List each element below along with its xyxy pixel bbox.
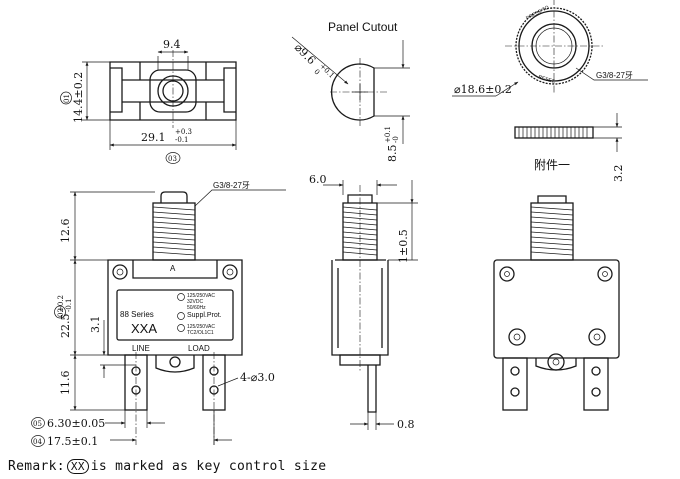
side-stem-width-dim: 6.0 [309,173,327,186]
nut-dia-dim: ⌀18.6±0.2 [454,83,512,96]
remark-suffix: is marked as key control size [90,459,327,474]
top-width-dim: 9.4 [163,38,181,51]
model-label: XXA [131,321,157,336]
nut-thickness-dim: 3.2 [612,165,625,183]
nut-text-press: PRESS TO [525,5,550,22]
series-label: 88 Series [120,310,154,319]
remark-mark: XX [66,459,89,474]
holes-dim: 4-⌀3.0 [240,371,275,384]
mark-02: 02 [57,308,65,317]
mark-03: 03 [168,155,177,163]
dim-3-1: 3.1 [89,316,102,334]
body-height-dim: 22.5 [59,314,72,339]
panel-cutout-title: Panel Cutout [328,20,398,34]
cutout-height-dim: 8.5 [386,145,399,163]
side-offset-dim: 1±0.5 [397,229,410,263]
rating-5: 125/250VAC [187,324,215,330]
body-height-tol-lower: -0.1 [65,299,73,313]
body-height-tol-upper: +0.2 [57,295,65,312]
top-width-tol-upper: +0.3 [175,128,192,136]
accessory-label: 附件一 [534,158,570,172]
mark-04: 04 [33,438,42,446]
terminal-span-dim: 17.5±0.1 [47,435,98,448]
marker-a: A [170,264,176,273]
rating-2: 32VDC [187,299,204,305]
top-width-tol-lower: -0.1 [175,136,189,144]
nut-text-reset: RESET [537,74,555,85]
terminal-width-dim: 6.30±0.05 [47,417,105,430]
load-label: LOAD [188,344,210,353]
side-view: 6.0 1±0.5 0.8 [309,173,418,431]
cutout-height-tol-upper: +0.1 [384,126,392,143]
panel-cutout-view: Panel Cutout ⌀9.6 +0.1 0 8.5 +0.1 -0 [291,20,410,163]
rating-1: 125/250VAC [187,293,215,299]
terminal-thickness-dim: 0.8 [397,418,415,431]
cutout-height-tol-lower: -0 [392,136,400,143]
cutout-dia-tol-lower: 0 [312,68,321,77]
remark-prefix: Remark: [8,459,65,474]
line-label: LINE [132,344,150,353]
mark-01: 01 [63,94,71,103]
top-height-dim: 14.4±0.2 [72,72,85,123]
nut-view: PRESS TO RESET ⌀18.6±0.2 G3/8-27牙 3.2 附件… [452,0,648,182]
rating-6: TC2/OL1C1 [187,330,214,336]
front-view: G3/8-27牙 A 88 Series XXA 125/250VAC 32VD… [31,181,286,448]
top-width-main-dim: 29.1 [141,131,166,144]
rating-3: 50/60Hz [187,305,206,311]
dim-11-6: 11.6 [59,371,72,396]
cutout-dia-dim: ⌀9.6 [292,41,318,67]
rating-4: Suppl.Prot. [187,312,222,319]
stem-height-dim: 12.6 [59,219,72,244]
nut-thread-label: G3/8-27牙 [596,71,633,80]
front-thread-label: G3/8-27牙 [213,181,250,190]
back-view [493,195,620,411]
mark-05: 05 [33,420,42,428]
top-view: 9.4 14.4±0.2 01 29.1 +0.3 -0.1 03 [60,38,237,164]
